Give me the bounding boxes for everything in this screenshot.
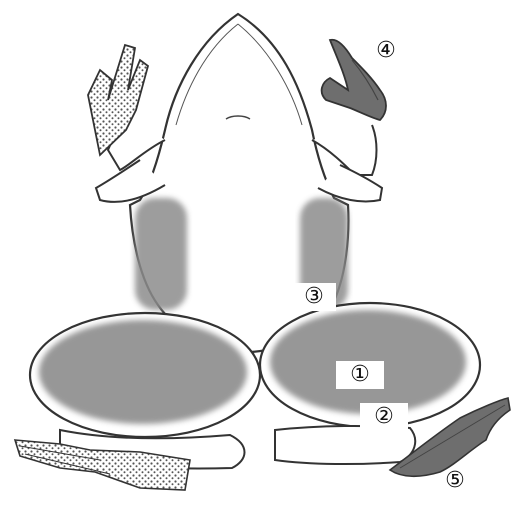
right-arm	[312, 125, 382, 202]
label-five: ⑤	[437, 469, 473, 493]
label-one: ①	[336, 361, 384, 389]
label-three: ③	[292, 283, 336, 311]
left-flank-muscle	[135, 198, 187, 310]
right-shank	[275, 426, 415, 464]
label-two: ②	[360, 403, 408, 431]
label-four: ④	[368, 39, 404, 63]
left-thigh	[30, 313, 260, 437]
